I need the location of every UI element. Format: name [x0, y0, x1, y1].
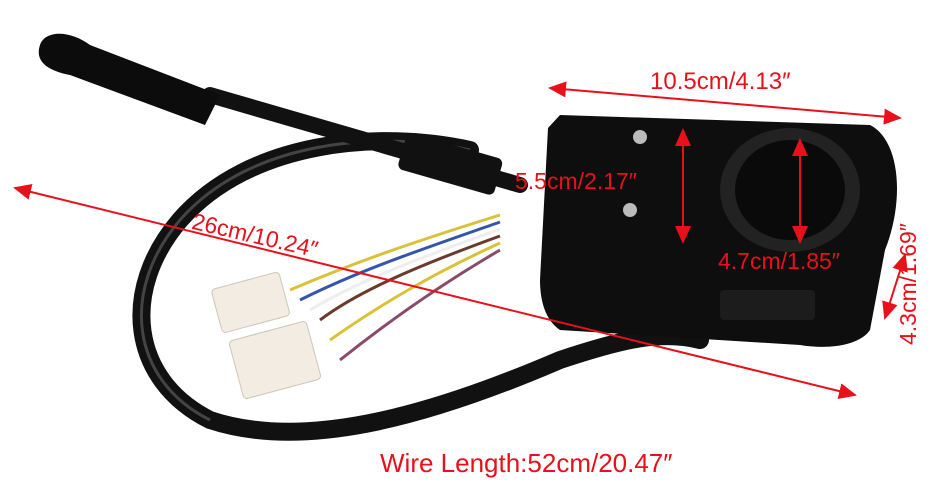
- depth-arrow: [882, 253, 908, 320]
- wire-length-label: Wire Length:52cm/20.47″: [380, 448, 673, 478]
- depth-label: 4.3cm/1.69″: [895, 223, 921, 345]
- switch-body: [540, 115, 897, 347]
- length-arrow: [13, 184, 857, 399]
- colored-wires: [289, 213, 501, 362]
- width-arrow: [548, 81, 902, 125]
- lever-knob: [38, 33, 220, 125]
- screw-bottom: [623, 203, 637, 217]
- width-label: 10.5cm/4.13″: [650, 68, 791, 95]
- height-label: 5.5cm/2.17″: [515, 168, 637, 194]
- screw-top: [633, 130, 647, 144]
- connector-1: [211, 272, 290, 333]
- diameter-label: 4.7cm/1.85″: [718, 248, 840, 274]
- connector-2: [228, 321, 322, 399]
